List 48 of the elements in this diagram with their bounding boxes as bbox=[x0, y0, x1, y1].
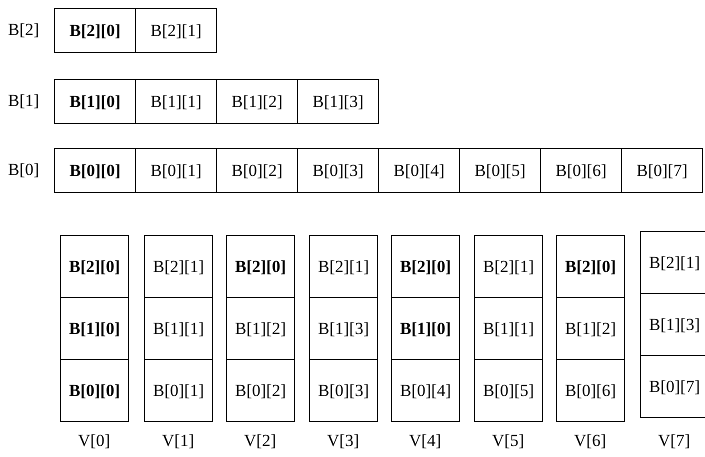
column-label: V[0] bbox=[78, 431, 110, 451]
array-cell: B[2][0] bbox=[54, 8, 136, 53]
column-label: V[5] bbox=[492, 431, 524, 451]
array-cell: B[0][5] bbox=[474, 359, 543, 422]
array-cell: B[2][1] bbox=[135, 8, 217, 53]
array-cell: B[1][2] bbox=[226, 297, 295, 360]
array-cell: B[0][7] bbox=[621, 148, 703, 193]
array-cell: B[1][3] bbox=[309, 297, 378, 360]
column-label: V[4] bbox=[409, 431, 442, 451]
array-cell: B[0][0] bbox=[60, 359, 129, 422]
array-cell: B[0][6] bbox=[540, 148, 622, 193]
row-label: B[2] bbox=[8, 20, 40, 40]
array-cell: B[1][1] bbox=[474, 297, 543, 360]
array-cell: B[0][0] bbox=[54, 148, 136, 193]
array-cell: B[0][3] bbox=[297, 148, 379, 193]
column-label: V[2] bbox=[244, 431, 276, 451]
array-cell: B[2][1] bbox=[144, 235, 213, 298]
row-label: B[1] bbox=[8, 91, 40, 111]
array-cell: B[2][0] bbox=[391, 235, 460, 298]
array-cell: B[2][0] bbox=[556, 235, 625, 298]
array-cell: B[2][0] bbox=[60, 235, 129, 298]
array-cell: B[0][7] bbox=[640, 355, 705, 418]
array-cell: B[0][4] bbox=[378, 148, 460, 193]
array-cell: B[1][3] bbox=[297, 79, 379, 124]
array-cell: B[0][1] bbox=[144, 359, 213, 422]
array-cell: B[1][0] bbox=[60, 297, 129, 360]
array-cell: B[0][2] bbox=[226, 359, 295, 422]
array-cell: B[2][1] bbox=[309, 235, 378, 298]
row-label: B[0] bbox=[8, 160, 40, 180]
array-cell: B[1][1] bbox=[135, 79, 217, 124]
array-cell: B[1][2] bbox=[556, 297, 625, 360]
array-cell: B[1][2] bbox=[216, 79, 298, 124]
array-cell: B[2][1] bbox=[640, 231, 705, 294]
column-label: V[1] bbox=[162, 431, 194, 451]
array-cell: B[0][6] bbox=[556, 359, 625, 422]
array-cell: B[0][1] bbox=[135, 148, 217, 193]
array-cell: B[1][0] bbox=[391, 297, 460, 360]
array-cell: B[0][2] bbox=[216, 148, 298, 193]
array-cell: B[2][0] bbox=[226, 235, 295, 298]
array-cell: B[1][0] bbox=[54, 79, 136, 124]
array-cell: B[0][5] bbox=[459, 148, 541, 193]
column-label: V[6] bbox=[574, 431, 606, 451]
array-cell: B[0][3] bbox=[309, 359, 378, 422]
column-label: V[3] bbox=[327, 431, 360, 451]
array-cell: B[1][1] bbox=[144, 297, 213, 360]
array-cell: B[0][4] bbox=[391, 359, 460, 422]
array-cell: B[2][1] bbox=[474, 235, 543, 298]
column-label: V[7] bbox=[658, 431, 690, 451]
